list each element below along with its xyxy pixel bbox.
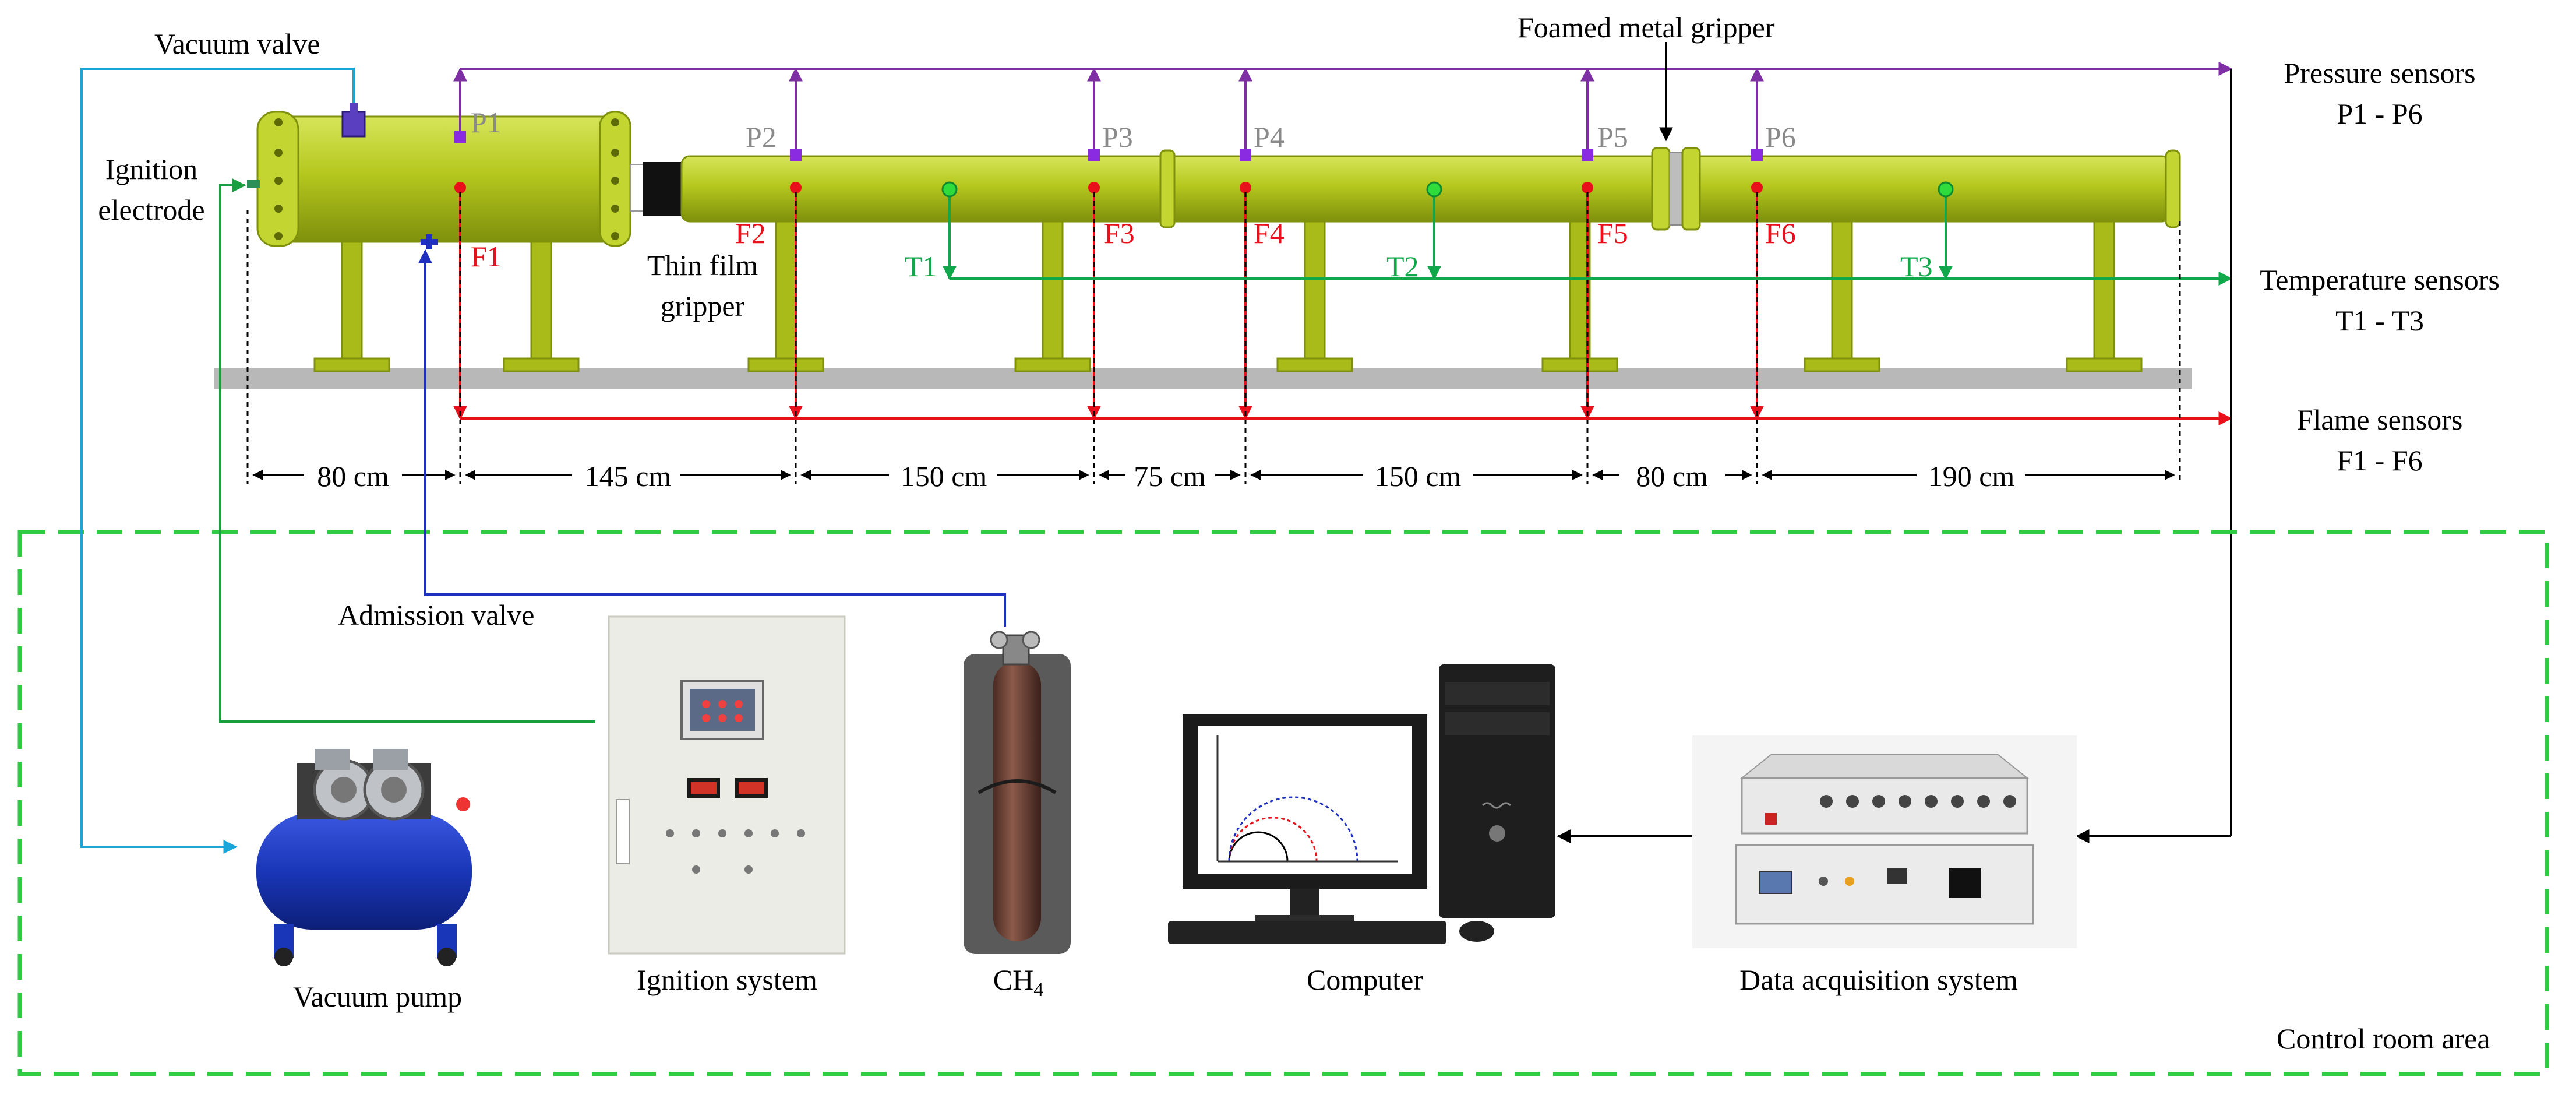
pressure-sensors-title: Pressure sensors [2284,57,2476,89]
vacuum-valve-label: Vacuum valve [154,27,320,60]
pressure-sensors-range: P1 - P6 [2337,97,2423,130]
flame-sensor-label: F6 [1765,217,1796,249]
computer-label: Computer [1307,963,1423,996]
pressure-lines [453,62,2233,153]
flame-sensors-title: Flame sensors [2296,403,2463,436]
ignition-electrode-label-1: Ignition [105,153,198,185]
control-room-border [17,530,2549,1076]
pressure-sensor-label: P1 [471,106,502,139]
flame-sensor-label: F2 [735,217,766,249]
ch4-label: CH4 [993,965,1043,1000]
flame-markers [454,182,1763,193]
temperature-sensor-label: T3 [1900,250,1933,283]
control-room-label: Control room area [2277,1022,2490,1055]
admission-valve-label: Admission valve [338,599,535,631]
flame-sensor-label: F3 [1104,217,1135,249]
pressure-sensor-label: P6 [1765,121,1796,153]
foamed-metal-gripper-label: Foamed metal gripper [1518,11,1775,44]
ignition-system-image [608,615,846,955]
ignition-electrode-label-2: electrode [98,193,205,226]
gas-admission-line [418,249,1006,627]
vacuum-line [80,68,355,854]
ignition-system-label: Ignition system [637,963,817,996]
ch4-base: CH [993,963,1034,996]
vacuum-pump-label: Vacuum pump [292,980,463,1013]
computer-image [1168,664,1555,944]
temperature-sensor-label: T2 [1386,250,1419,283]
flame-sensor-label: F5 [1597,217,1628,249]
daq-image [1692,735,2077,948]
dimension-label: 150 cm [1372,462,1464,491]
temperature-markers [941,181,1954,198]
dimension-label: 150 cm [898,462,990,491]
temperature-lines [943,189,2233,286]
pressure-sensor-label: P4 [1254,121,1285,153]
pipe-supports [313,209,2143,372]
temperature-sensors-title: Temperature sensors [2260,263,2500,296]
flame-sensor-label: F4 [1254,217,1285,249]
ch4-cylinder-image [964,631,1071,954]
dimension-label: 145 cm [582,462,674,491]
flame-sensor-label: F1 [471,240,502,273]
vacuum-pump-image [256,749,472,966]
flame-sensors-range: F1 - F6 [2337,444,2423,477]
pressure-sensor-label: P5 [1597,121,1628,153]
temperature-sensors-range: T1 - T3 [2335,304,2424,337]
temperature-sensor-label: T1 [905,250,937,283]
ch4-subscript: 4 [1033,979,1044,1001]
signal-bus [1557,69,2232,843]
pressure-markers [454,131,1763,161]
dimension-guides [246,192,2181,484]
admission-valve-icon [421,234,438,249]
thin-film-gripper-label-2: gripper [660,290,745,322]
ignition-line [219,178,595,723]
daq-label: Data acquisition system [1739,963,2018,996]
thin-film-gripper-label-1: Thin film [647,249,758,281]
dimension-label: 75 cm [1131,462,1208,491]
dimension-label: 80 cm [1633,462,1710,491]
pressure-sensor-label: P3 [1102,121,1133,153]
dimension-label: 80 cm [315,462,391,491]
dimension-label: 190 cm [1925,462,2017,491]
pressure-sensor-label: P2 [746,121,777,153]
detonation-tube [247,103,2181,247]
